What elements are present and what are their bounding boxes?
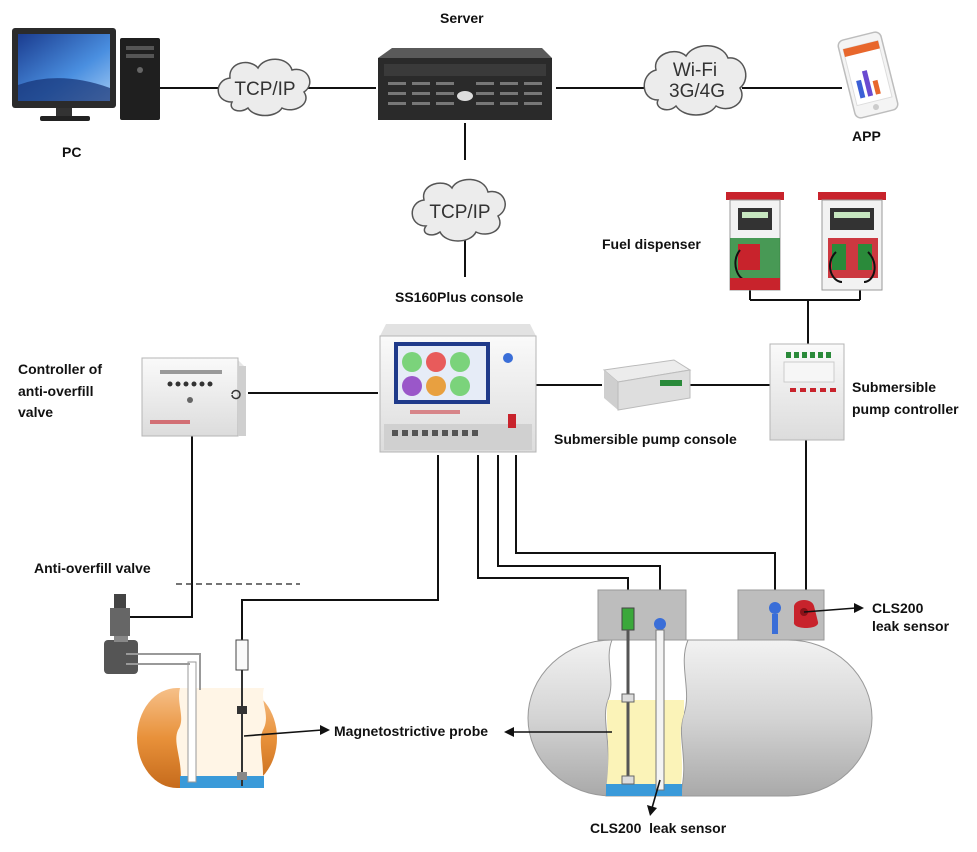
pump-controller-label: Submersible pump controller	[852, 377, 959, 420]
cls200-leak-sensor-label-bottom: CLS200 leak sensor	[590, 820, 727, 836]
pump-controller-label-line: pump controller	[852, 400, 959, 417]
orange-tank	[126, 653, 277, 788]
controller-label-line: Controller of	[18, 361, 102, 377]
controller-label: Controller of anti-overfill valve	[18, 359, 102, 424]
cloud-label: TCP/IP	[234, 79, 295, 100]
leak-sensor-tube	[654, 618, 666, 791]
wifi-cloud: Wi-Fi 3G/4G	[643, 45, 747, 116]
anti-overfill-valve-label: Anti-overfill valve	[34, 560, 151, 576]
controller-label-line: anti-overfill	[18, 382, 94, 399]
ss160plus-console-icon	[379, 324, 537, 453]
submersible-pump-console-icon	[602, 359, 692, 411]
connection-lines	[130, 87, 861, 640]
cls200-label-line: CLS200	[872, 600, 924, 616]
magnetostrictive-probe-right	[621, 607, 635, 785]
cloud-label: 3G/4G	[669, 81, 725, 102]
server-icon	[378, 48, 552, 120]
fuel-dispenser-label: Fuel dispenser	[602, 236, 701, 252]
tcpip-cloud-left: TCP/IP	[217, 58, 311, 117]
underground-tank	[527, 639, 873, 797]
server-label: Server	[440, 10, 484, 26]
magnetostrictive-probe-left	[235, 639, 249, 786]
cloud-label: Wi-Fi	[673, 60, 717, 81]
anti-overfill-controller-icon	[141, 357, 246, 437]
cloud-label: TCP/IP	[429, 202, 490, 223]
tcpip-cloud-middle: TCP/IP	[411, 178, 506, 242]
callout-arrows	[243, 603, 864, 816]
pc-icon	[12, 28, 160, 121]
cls200-leak-sensor-label-right: CLS200 leak sensor	[872, 600, 949, 635]
anti-overfill-valve-icon	[104, 594, 138, 674]
controller-label-line: valve	[18, 404, 54, 421]
phone-icon	[837, 31, 899, 119]
leak-sensor-sump	[769, 602, 781, 634]
pump-console-label: Submersible pump console	[554, 431, 737, 447]
fuel-dispenser-icon	[726, 192, 784, 291]
pc-label: PC	[62, 144, 82, 160]
console-label: SS160Plus console	[395, 289, 524, 305]
magnetostrictive-probe-label: Magnetostrictive probe	[334, 723, 489, 739]
submersible-pump-controller-icon	[769, 343, 845, 441]
app-label: APP	[852, 128, 881, 144]
cls200-label-line: leak sensor	[872, 617, 950, 634]
sump-left	[597, 589, 687, 641]
pump-controller-label-line: Submersible	[852, 379, 937, 395]
fuel-dispenser-icon	[818, 192, 886, 291]
